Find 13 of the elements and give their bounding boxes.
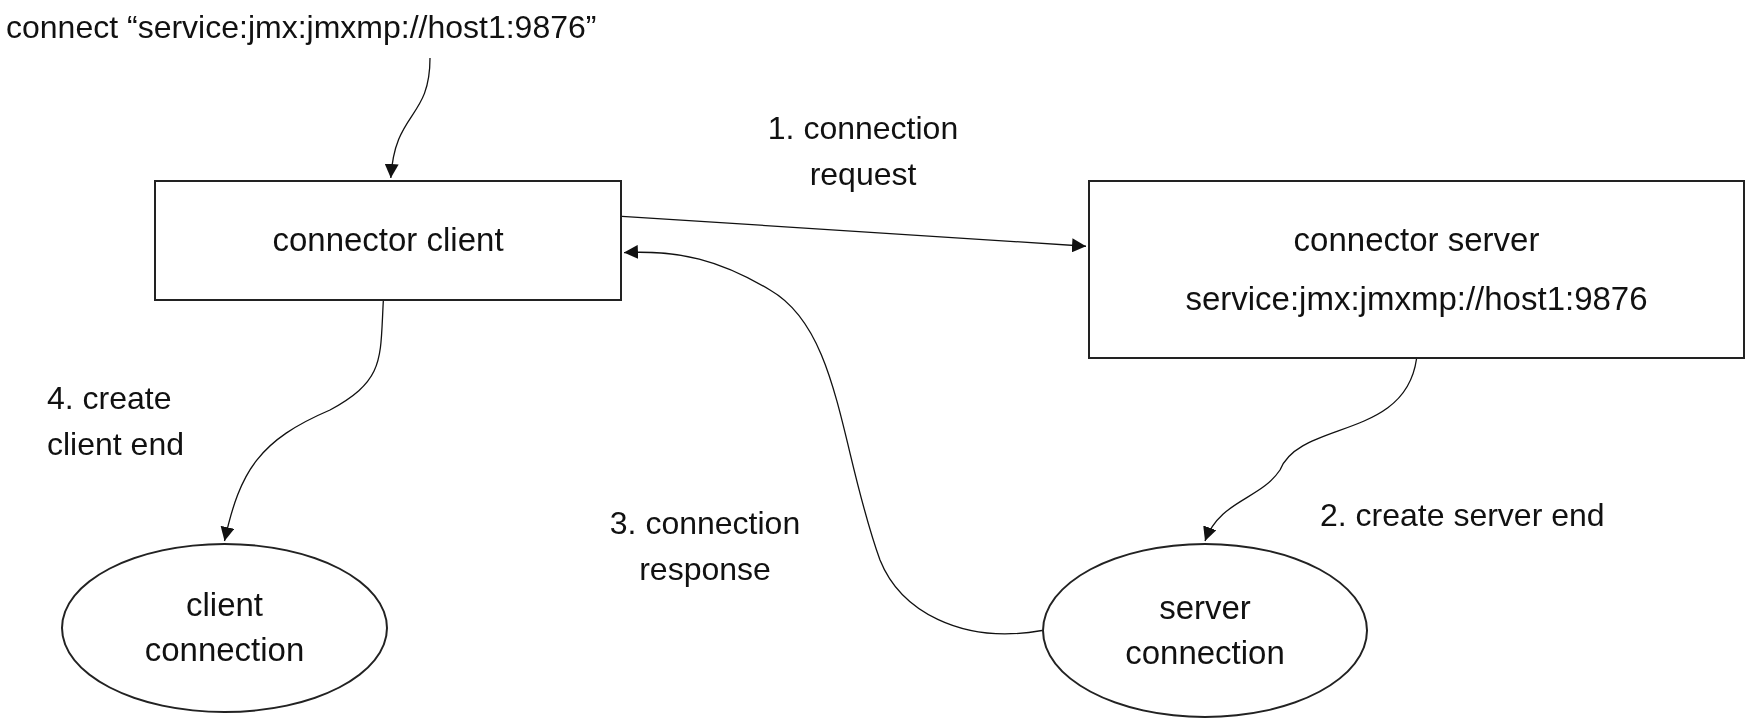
arrow bbox=[1204, 358, 1418, 542]
node-address: service:jmx:jmxmp://host1:9876 bbox=[1185, 278, 1648, 319]
arrow bbox=[621, 215, 1087, 253]
node-title: client connection bbox=[143, 585, 306, 670]
arrow bbox=[623, 245, 1043, 635]
arrow bbox=[385, 57, 431, 179]
process-box bbox=[154, 180, 622, 301]
node-title: connector server bbox=[1293, 219, 1540, 260]
process-box bbox=[1088, 180, 1745, 359]
node-title: server connection bbox=[1124, 587, 1286, 673]
node-title: connector client bbox=[272, 220, 504, 261]
instruction-text: connect “service:jmx:jmxmp://host1:9876” bbox=[6, 10, 597, 46]
arrow bbox=[220, 300, 384, 542]
